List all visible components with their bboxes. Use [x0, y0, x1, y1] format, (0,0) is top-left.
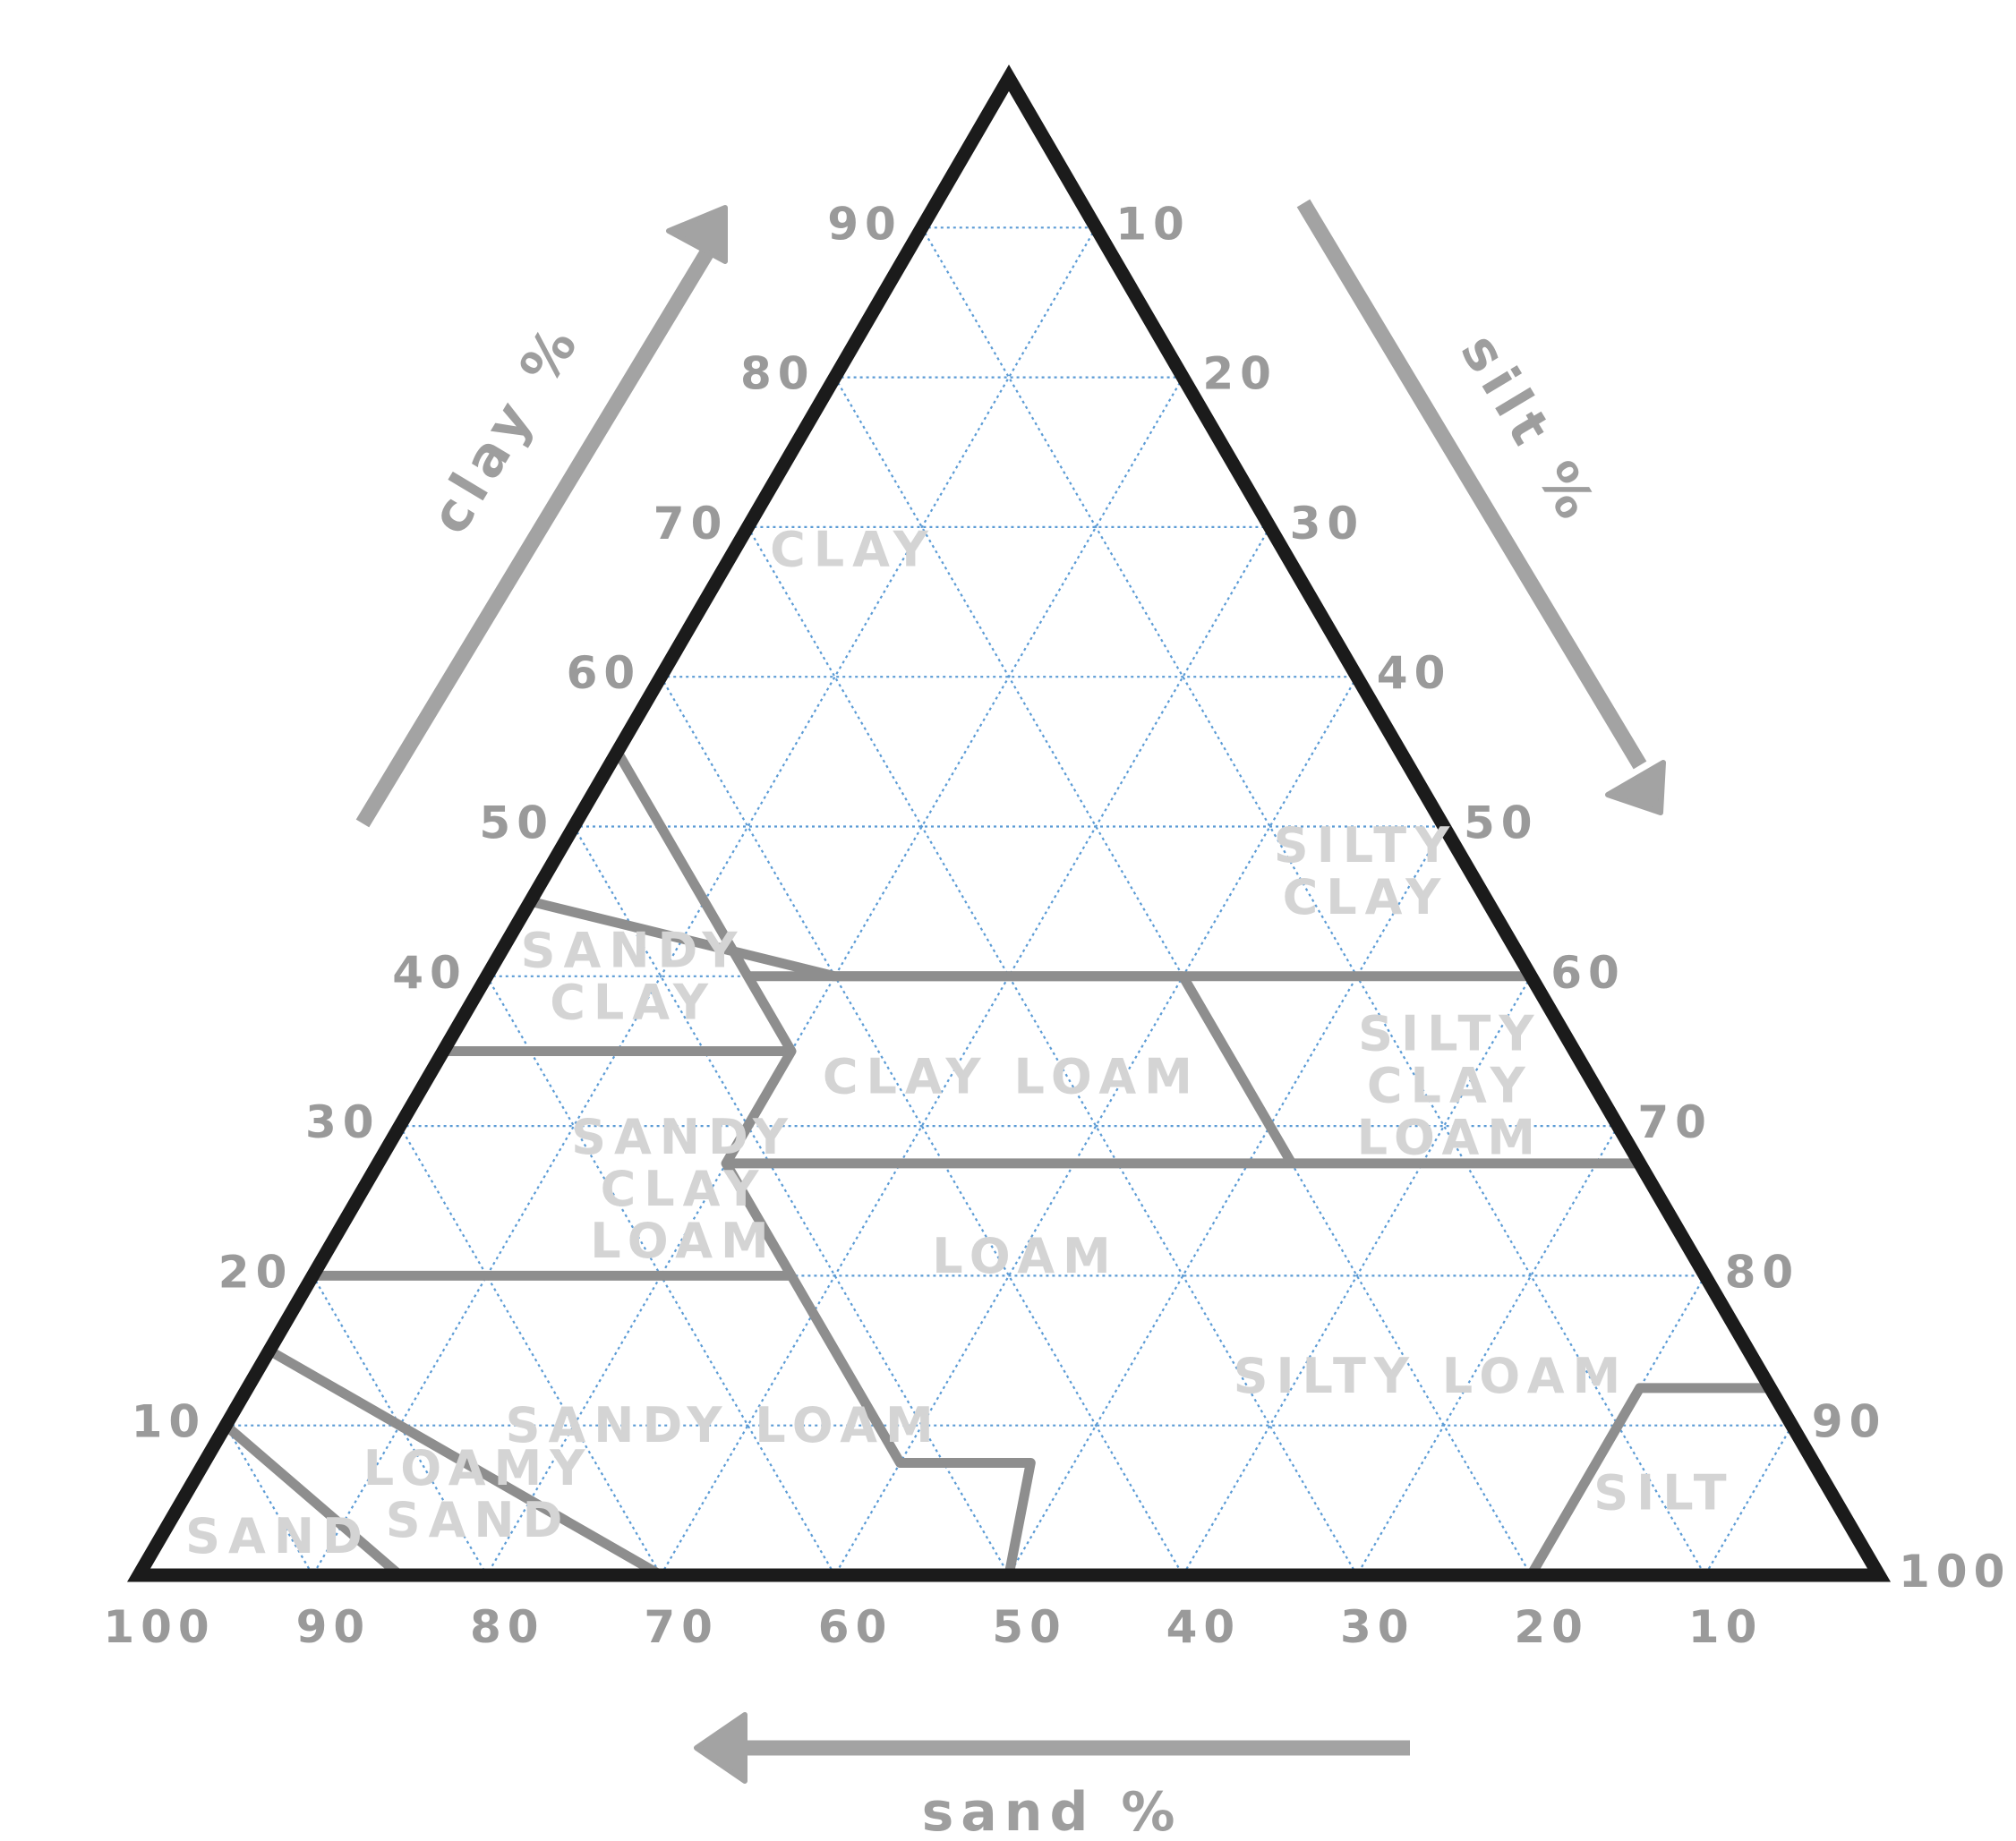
- grid-line-silt-40: [833, 676, 1358, 1576]
- silt-tick-90: 90: [1812, 1396, 1887, 1448]
- class-boundary-6: [1178, 974, 1296, 1166]
- grid-lines: [225, 226, 1793, 1576]
- sand-tick-30: 30: [1340, 1601, 1415, 1653]
- class-boundary-9: [267, 1346, 663, 1580]
- region-label-silty-clay-loam-line-1: SILTY: [1358, 1005, 1542, 1061]
- silt-tick-40: 40: [1377, 647, 1452, 699]
- sand-tick-70: 70: [644, 1601, 719, 1653]
- silt-tick-30: 30: [1290, 498, 1365, 550]
- sand-tick-60: 60: [818, 1601, 893, 1653]
- region-label-silty-loam: SILTY LOAM: [1234, 1348, 1629, 1404]
- class-boundary-11: [1526, 1383, 1771, 1578]
- clay-tick-70: 70: [653, 498, 729, 550]
- sand-tick-40: 40: [1166, 1601, 1242, 1653]
- region-label-clay-loam: CLAY LOAM: [823, 1048, 1200, 1104]
- clay-tick-90: 90: [827, 198, 902, 250]
- clay-axis-arrow-icon: [355, 205, 728, 828]
- silt-tick-50: 50: [1464, 797, 1539, 849]
- triangle-frame: [126, 64, 1892, 1582]
- grid-line-silt-90: [1704, 1425, 1793, 1576]
- grid-line-sand-50: [573, 825, 1010, 1576]
- region-label-sandy-clay-line-1: SANDY: [521, 922, 746, 978]
- class-boundary-10: [222, 1421, 404, 1580]
- region-label-sandy-clay-loam-line-1: SANDY: [571, 1109, 796, 1165]
- region-label-sandy-clay-loam-line-2: CLAY: [601, 1161, 767, 1217]
- region-label-silt: SILT: [1593, 1465, 1734, 1521]
- clay-tick-20: 20: [218, 1246, 294, 1298]
- sand-axis-arrow-icon: [694, 1712, 1410, 1784]
- region-label-loamy-sand-line-1: LOAMY: [363, 1440, 594, 1496]
- silt-tick-80: 80: [1725, 1246, 1800, 1298]
- region-label-silty-clay-line-2: CLAY: [1283, 869, 1449, 925]
- grid-line-sand-90: [225, 1425, 314, 1576]
- grid-line-sand-80: [312, 1274, 488, 1576]
- grid-line-silt-50: [1008, 825, 1445, 1576]
- clay-tick-80: 80: [740, 348, 816, 400]
- sand-tick-20: 20: [1514, 1601, 1589, 1653]
- sand-tick-80: 80: [470, 1601, 545, 1653]
- silt-tick-70: 70: [1637, 1096, 1713, 1148]
- silt-tick-100: 100: [1899, 1546, 2011, 1598]
- grid-line-sand-10: [920, 226, 1706, 1576]
- region-label-sandy-clay-line-2: CLAY: [550, 974, 716, 1030]
- clay-tick-40: 40: [392, 947, 467, 999]
- clay-axis-title: clay %: [418, 311, 593, 544]
- region-label-clay: CLAY: [770, 522, 936, 578]
- silt-axis-title: silt %: [1448, 323, 1610, 535]
- grid-line-silt-30: [660, 526, 1271, 1576]
- sand-axis-title: sand %: [922, 1781, 1183, 1841]
- sand-tick-100: 100: [103, 1601, 215, 1653]
- grid-line-sand-30: [747, 526, 1358, 1576]
- clay-tick-10: 10: [132, 1396, 207, 1448]
- grid-line-sand-70: [398, 1125, 662, 1576]
- region-label-sandy-clay-loam-line-3: LOAM: [590, 1213, 776, 1269]
- clay-tick-50: 50: [479, 797, 554, 849]
- region-label-loamy-sand-line-2: SAND: [386, 1492, 571, 1548]
- region-label-sand: SAND: [185, 1508, 371, 1564]
- region-label-silty-clay-loam-line-3: LOAM: [1357, 1109, 1543, 1165]
- sand-tick-10: 10: [1688, 1601, 1764, 1653]
- grid-line-silt-20: [485, 377, 1184, 1576]
- silt-tick-20: 20: [1202, 348, 1277, 400]
- sand-tick-90: 90: [296, 1601, 372, 1653]
- silt-tick-10: 10: [1115, 198, 1191, 250]
- region-label-silty-clay-line-1: SILTY: [1274, 817, 1457, 874]
- clay-tick-60: 60: [567, 647, 642, 699]
- axis-ticks: 10 20 30 40 50 60 70 80 90 10 20 30 40 50 60 70 80 90 100 1…: [103, 198, 2011, 1653]
- sand-tick-50: 50: [992, 1601, 1067, 1653]
- region-label-loam: LOAM: [932, 1228, 1118, 1284]
- grid-line-silt-60: [1182, 976, 1533, 1576]
- silt-tick-60: 60: [1550, 947, 1626, 999]
- grid-line-sand-40: [660, 676, 1184, 1576]
- grid-line-sand-20: [833, 377, 1533, 1576]
- grid-line-silt-70: [1355, 1125, 1619, 1576]
- silt-axis-arrow-icon: [1296, 199, 1666, 815]
- clay-tick-30: 30: [305, 1096, 380, 1148]
- region-label-sandy-loam: SANDY LOAM: [506, 1397, 942, 1453]
- region-label-silty-clay-loam-line-2: CLAY: [1367, 1057, 1533, 1113]
